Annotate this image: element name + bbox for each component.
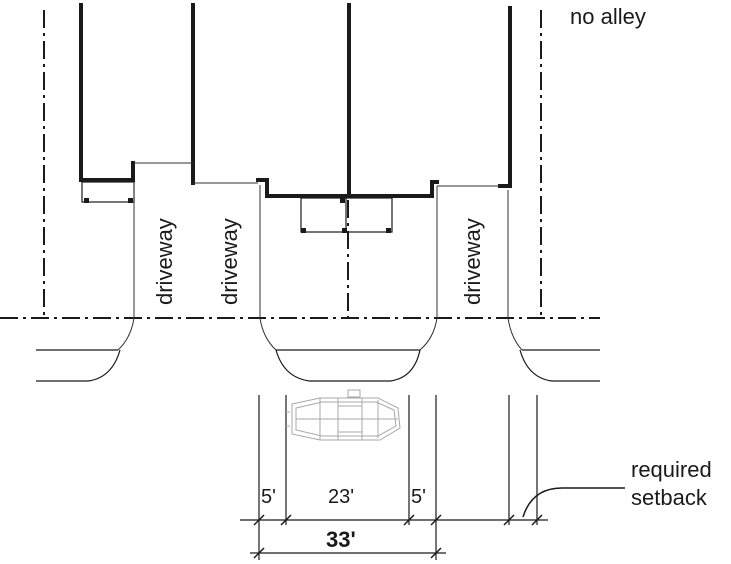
curb-middle-bottom xyxy=(275,349,421,382)
tick xyxy=(503,514,515,526)
required-label: required xyxy=(631,457,712,482)
dimension-ticks xyxy=(253,514,543,559)
driveway-3-right-edge xyxy=(507,190,523,351)
tick xyxy=(280,514,292,526)
dimension-right-setback: 5' xyxy=(411,486,426,508)
dimension-lines xyxy=(240,519,548,560)
driveways xyxy=(117,162,523,351)
house-4-wall xyxy=(498,6,512,188)
porch-post xyxy=(386,228,391,233)
curb-lines xyxy=(36,349,600,382)
porch-post xyxy=(84,198,89,203)
tick xyxy=(403,514,415,526)
building-walls xyxy=(79,3,512,198)
porch-post xyxy=(342,228,347,233)
driveway-1-left-edge xyxy=(117,182,135,351)
porch-post xyxy=(128,198,133,203)
curb-left-bottom xyxy=(36,349,121,382)
house-1-wall xyxy=(79,3,135,182)
curb-right-bottom xyxy=(519,349,600,382)
driveway-2-right-edge xyxy=(259,185,277,351)
dimension-left-setback: 5' xyxy=(261,486,276,508)
driveway-3-left-edge xyxy=(419,186,438,351)
no-alley-label: no alley xyxy=(570,4,646,29)
tick xyxy=(531,514,543,526)
parking-lines xyxy=(258,395,538,525)
porch-1 xyxy=(81,181,135,203)
dimension-parking-width: 23' xyxy=(328,486,354,508)
property-lines xyxy=(43,10,542,318)
tick xyxy=(430,514,442,526)
porch-post xyxy=(340,198,345,203)
driveway-label-3: driveway xyxy=(460,218,485,305)
driveway-label-2: driveway xyxy=(217,218,242,305)
porch-posts xyxy=(84,198,391,233)
porch-post xyxy=(301,228,306,233)
car-icon xyxy=(286,389,401,441)
tick xyxy=(253,514,265,526)
setback-leader-line xyxy=(522,487,625,518)
driveway-label-1: driveway xyxy=(152,218,177,305)
tick xyxy=(430,547,442,559)
setback-label: setback xyxy=(631,485,708,510)
dimension-total: 33' xyxy=(326,527,356,552)
tick xyxy=(253,547,265,559)
